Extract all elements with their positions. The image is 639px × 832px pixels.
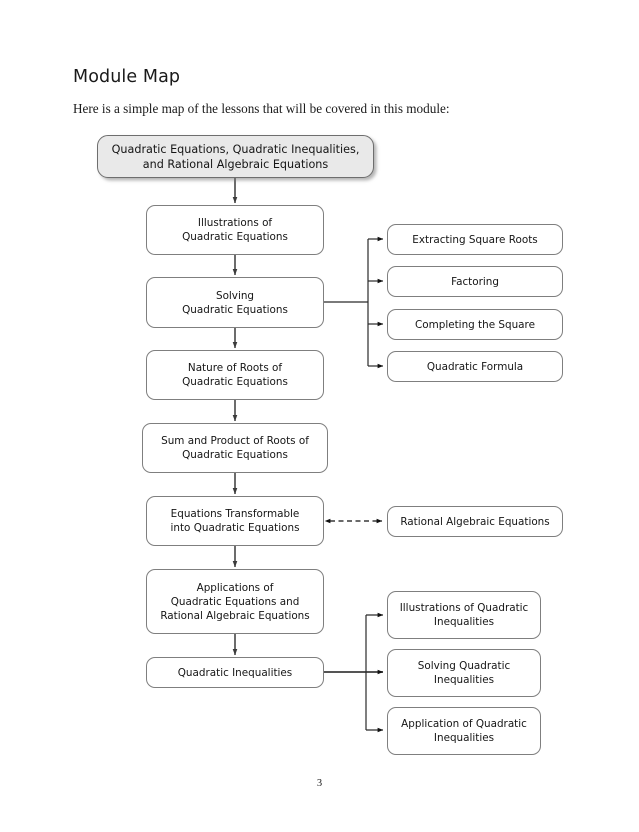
node-rational-algebraic-equations[interactable]: Rational Algebraic Equations bbox=[387, 506, 563, 537]
node-quadratic-inequalities[interactable]: Quadratic Inequalities bbox=[146, 657, 324, 688]
node-solving-quadratic-equations[interactable]: Solving Quadratic Equations bbox=[146, 277, 324, 328]
node-application-quadratic-inequalities[interactable]: Application of Quadratic Inequalities bbox=[387, 707, 541, 755]
node-equations-transformable[interactable]: Equations Transformable into Quadratic E… bbox=[146, 496, 324, 546]
node-root[interactable]: Quadratic Equations, Quadratic Inequalit… bbox=[97, 135, 374, 178]
node-illustrations-quadratic-equations[interactable]: Illustrations of Quadratic Equations bbox=[146, 205, 324, 255]
branch-solving-methods bbox=[324, 236, 384, 369]
node-quadratic-formula[interactable]: Quadratic Formula bbox=[387, 351, 563, 382]
intro-paragraph: Here is a simple map of the lessons that… bbox=[73, 101, 450, 116]
node-extracting-square-roots[interactable]: Extracting Square Roots bbox=[387, 224, 563, 255]
page-number: 3 bbox=[316, 778, 323, 789]
node-completing-the-square[interactable]: Completing the Square bbox=[387, 309, 563, 340]
node-solving-quadratic-inequalities[interactable]: Solving Quadratic Inequalities bbox=[387, 649, 541, 697]
node-applications[interactable]: Applications of Quadratic Equations and … bbox=[146, 569, 324, 634]
page-title: Module Map bbox=[73, 67, 181, 87]
node-sum-and-product-of-roots[interactable]: Sum and Product of Roots of Quadratic Eq… bbox=[142, 423, 328, 473]
node-factoring[interactable]: Factoring bbox=[387, 266, 563, 297]
branch-inequalities-topics bbox=[365, 612, 384, 733]
node-illustrations-quadratic-inequalities[interactable]: Illustrations of Quadratic Inequalities bbox=[387, 591, 541, 639]
node-nature-of-roots[interactable]: Nature of Roots of Quadratic Equations bbox=[146, 350, 324, 400]
